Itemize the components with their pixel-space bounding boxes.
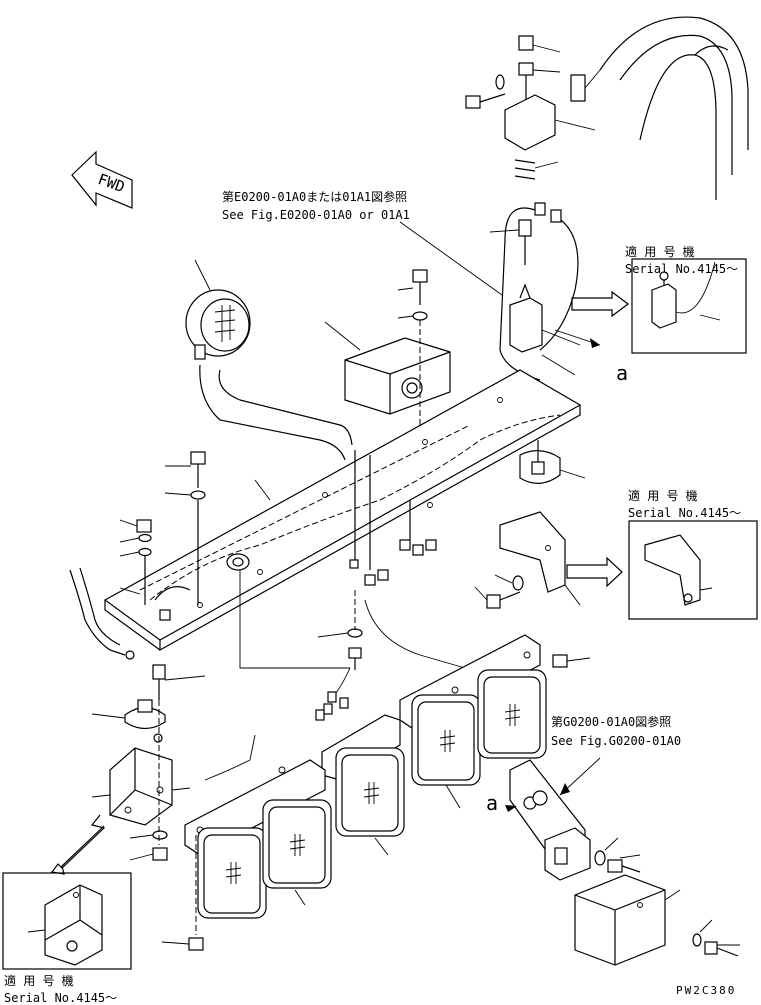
lamp-left-2 (262, 799, 332, 889)
fwd-label: FWD (95, 170, 127, 196)
controller-box (324, 269, 451, 440)
bolt-mid (518, 219, 532, 237)
serial-mid-jp: 適 用 号 機 (628, 488, 698, 503)
ref-g0200-jp: 第G0200-01A0図参照 (551, 714, 671, 729)
left-fasteners (91, 451, 206, 861)
nut-top (518, 35, 534, 51)
spring (514, 159, 536, 180)
lamp-left-1 (197, 827, 267, 919)
serial-bottom-en: Serial No.4145～ (4, 991, 117, 1005)
reference-g0200-note: 第G0200-01A0図参照 See Fig.G0200-01A0 (551, 714, 681, 796)
switch-wire (539, 219, 579, 351)
ref-e0200-jp: 第E0200-01A0または01A1図参照 (222, 189, 407, 204)
washer-top (495, 74, 505, 90)
work-lamp (185, 259, 353, 461)
forward-direction-arrow: FWD (71, 150, 133, 209)
lamp-right-1 (411, 694, 481, 786)
nut-second (518, 62, 534, 76)
ref-e0200-en: See Fig.E0200-01A0 or 01A1 (222, 208, 410, 222)
clamp-plate (570, 74, 586, 102)
serial-mid-en: Serial No.4145～ (628, 506, 741, 520)
limit-switch-mount-assembly (465, 35, 601, 381)
serial-top-en: Serial No.4145～ (625, 262, 738, 276)
lamp-middle (335, 747, 405, 837)
serial-top-frame (631, 258, 747, 354)
cab-frame-outline (599, 16, 749, 200)
serial-bottom-jp: 適 用 号 機 (4, 973, 74, 988)
reference-e0200-note: 第E0200-01A0または01A1図参照 See Fig.E0200-01A0… (222, 189, 503, 296)
serial-detail-bottom: 適 用 号 機 Serial No.4145～ (2, 814, 132, 1005)
callout-a-bottom-label: a (486, 791, 498, 815)
switch-bracket (504, 94, 556, 151)
connector-a (534, 202, 546, 216)
ref-g0200-en: See Fig.G0200-01A0 (551, 734, 681, 748)
detail-arrow-top (571, 290, 629, 318)
lamp-right-2 (477, 669, 547, 759)
callout-a-top: a (554, 329, 628, 385)
drawing-code: PW2C380 (676, 984, 736, 997)
right-bracket-assembly (474, 440, 623, 609)
lamp-cluster (161, 634, 547, 951)
center-fasteners (317, 590, 591, 670)
serial-detail-top: 適 用 号 機 Serial No.4145～ (625, 244, 747, 354)
bolt-head-top (465, 95, 481, 109)
serial-top-jp: 適 用 号 機 (625, 244, 695, 259)
mounting-plate (69, 369, 582, 701)
serial-detail-mid: 適 用 号 機 Serial No.4145～ (628, 488, 758, 620)
callout-a-top-label: a (616, 361, 628, 385)
connector-b (550, 209, 562, 223)
limit-switch (509, 297, 543, 353)
bottom-right-bracket-assembly: a (486, 759, 740, 966)
